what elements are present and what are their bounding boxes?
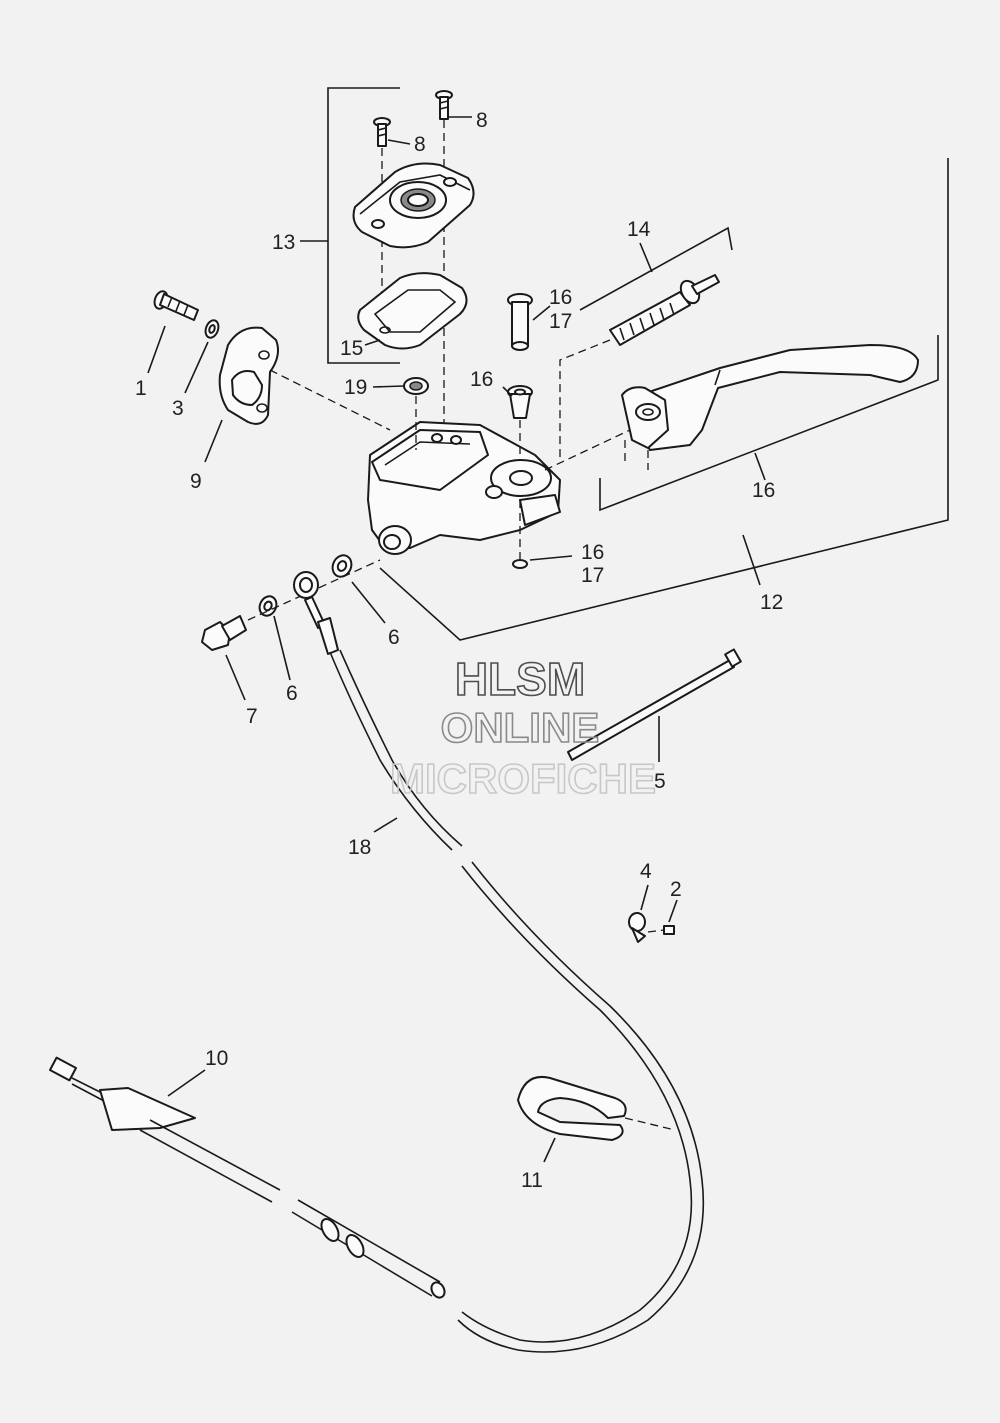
clutch-lever — [621, 344, 919, 451]
reservoir-cover — [352, 162, 475, 249]
callout-8-top: 8 — [476, 109, 488, 132]
bracket-12 — [379, 158, 949, 641]
callout-labels: 1 2 3 4 5 6 6 7 8 8 9 10 11 12 13 14 15 … — [135, 109, 783, 1192]
callout-7: 7 — [246, 705, 258, 728]
callout-2: 2 — [670, 878, 682, 901]
clutch-cable-10 — [49, 1056, 446, 1299]
watermark: HLSM ONLINE MICROFICHE — [389, 652, 657, 803]
callout-11: 11 — [521, 1169, 543, 1192]
cable-tie-5 — [567, 648, 742, 761]
leader-lines — [147, 305, 678, 1163]
clamp-9 — [218, 326, 279, 425]
bracket-13 — [300, 87, 400, 364]
washer-6-right — [331, 554, 353, 578]
hose-clamp-11 — [517, 1076, 627, 1141]
bracket-14 — [579, 226, 733, 311]
callout-6-right: 6 — [388, 626, 400, 649]
callout-15: 15 — [340, 337, 363, 360]
callout-9: 9 — [190, 470, 202, 493]
callout-6-left: 6 — [286, 682, 298, 705]
pivot-pin-16 — [507, 293, 533, 351]
watermark-line-3: MICROFICHE — [390, 755, 656, 802]
callout-16-lever: 16 — [752, 479, 775, 502]
callout-5: 5 — [654, 770, 666, 793]
piston-assembly-14 — [609, 274, 720, 346]
screw-8a — [435, 90, 453, 120]
hose-clip-4 — [628, 912, 646, 943]
callout-1: 1 — [135, 377, 147, 400]
callout-12: 12 — [760, 591, 783, 614]
callout-10: 10 — [205, 1047, 228, 1070]
callout-3: 3 — [172, 397, 184, 420]
retaining-clip-16-17 — [512, 559, 528, 569]
hydraulic-hose-18 — [329, 649, 705, 1353]
sight-glass-19 — [403, 377, 429, 395]
clamp-screw-1 — [153, 290, 199, 321]
bushing-16 — [507, 385, 533, 419]
watermark-line-1: HLSM — [455, 653, 585, 705]
screw-8b — [373, 117, 391, 147]
callout-16-pin: 16 — [549, 286, 572, 309]
watermark-line-2: ONLINE — [441, 704, 600, 751]
screw-2 — [647, 925, 675, 935]
callout-17-clip: 17 — [581, 564, 604, 587]
washer-3 — [204, 319, 220, 339]
callout-4: 4 — [640, 860, 652, 883]
callout-13: 13 — [272, 231, 295, 254]
banjo-bolt-7 — [201, 615, 247, 651]
callout-17-pin: 17 — [549, 310, 572, 333]
callout-18: 18 — [348, 836, 371, 859]
callout-16-clip: 16 — [581, 541, 604, 564]
master-cylinder-body — [367, 421, 561, 555]
callout-14: 14 — [627, 218, 651, 241]
washer-6-left — [258, 595, 278, 617]
callout-16-bushing: 16 — [470, 368, 493, 391]
diaphragm — [357, 272, 468, 350]
banjo-fitting — [293, 571, 339, 655]
callout-8-lower: 8 — [414, 133, 426, 156]
callout-19: 19 — [344, 376, 367, 399]
bracket-16-lever — [599, 335, 939, 512]
